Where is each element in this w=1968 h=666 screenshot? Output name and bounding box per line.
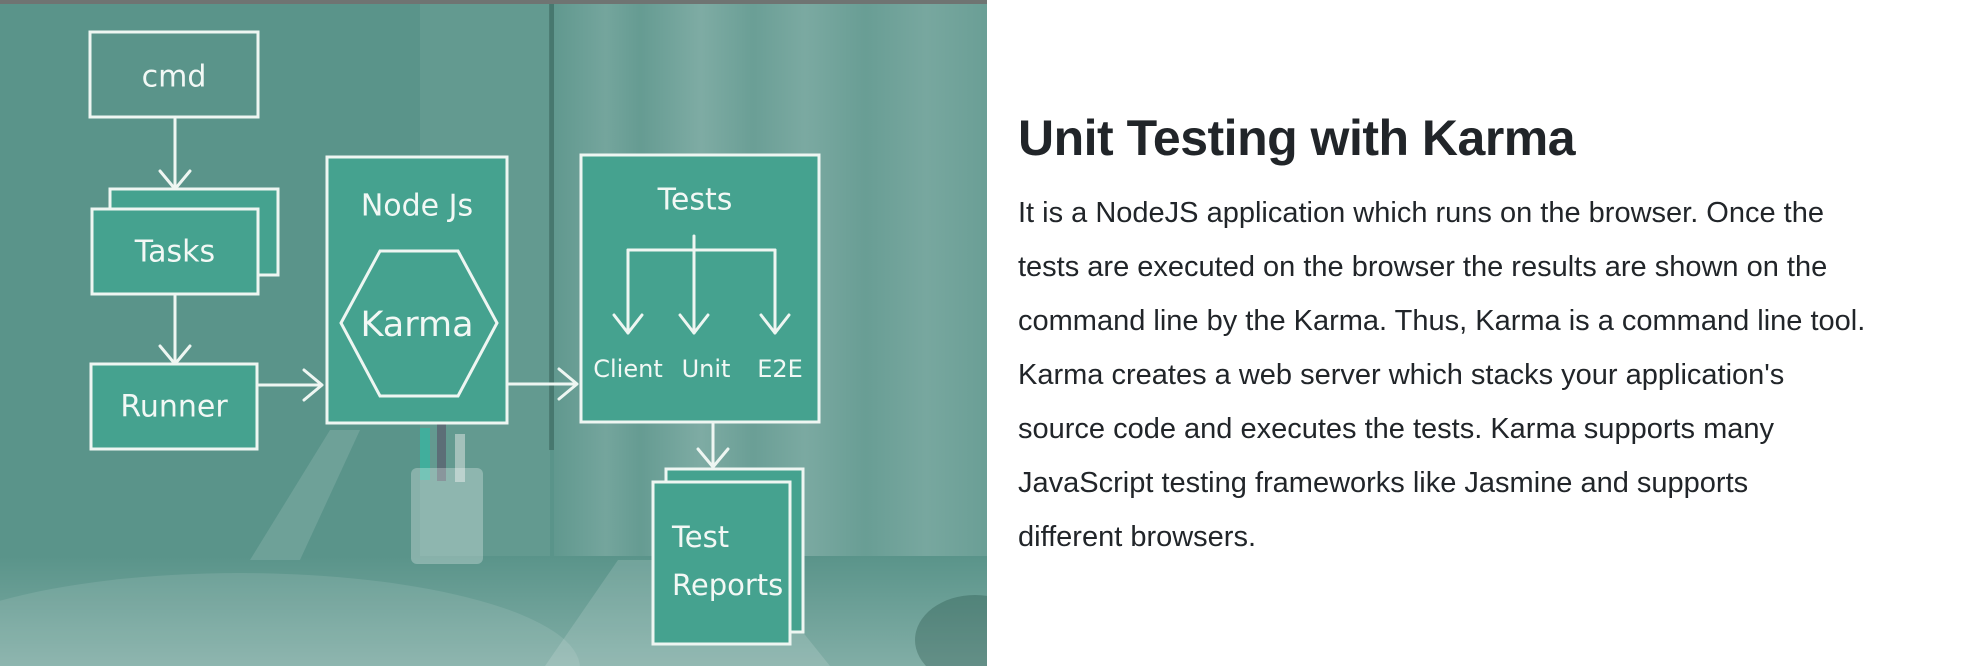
tests-e2e-label: E2E <box>757 355 803 383</box>
node-runner: Runner <box>89 362 259 451</box>
node-runner-label: Runner <box>120 390 228 425</box>
arrow-nodejs-to-tests <box>507 367 579 401</box>
tests-branch-lines <box>612 234 791 335</box>
arrow-runner-to-nodejs <box>257 368 324 402</box>
photo-background <box>0 0 987 666</box>
pen-holder <box>411 421 483 564</box>
tests-client-label: Client <box>593 355 662 383</box>
article-paragraph: It is a NodeJS application which runs on… <box>1018 197 1866 553</box>
content-panel: Unit Testing with Karma It is a NodeJS a… <box>987 0 1968 666</box>
node-nodejs-label: Node Js <box>361 189 473 224</box>
diagram-panel: cmd Tasks Runner <box>0 0 987 666</box>
node-tasks: Tasks <box>90 187 280 296</box>
test-reports-label-line1: Test <box>671 520 729 554</box>
photo-top-edge <box>0 0 987 4</box>
arrow-tests-to-reports <box>696 422 730 469</box>
node-nodejs: Node Js Karma <box>325 155 509 425</box>
node-test-reports: Test Reports <box>651 467 805 646</box>
karma-flow-diagram: cmd Tasks Runner <box>0 0 987 666</box>
node-tasks-label: Tasks <box>134 235 215 270</box>
tests-unit-label: Unit <box>682 355 731 383</box>
page-title: Unit Testing with Karma <box>1018 110 1576 166</box>
karma-hexagon <box>339 249 499 398</box>
test-reports-label-line2: Reports <box>672 568 783 602</box>
node-tests: Tests Client Unit E2E <box>579 153 821 424</box>
node-cmd-label: cmd <box>142 60 207 95</box>
node-tests-label: Tests <box>657 183 733 218</box>
karma-label: Karma <box>360 305 473 345</box>
node-cmd: cmd <box>88 30 260 119</box>
